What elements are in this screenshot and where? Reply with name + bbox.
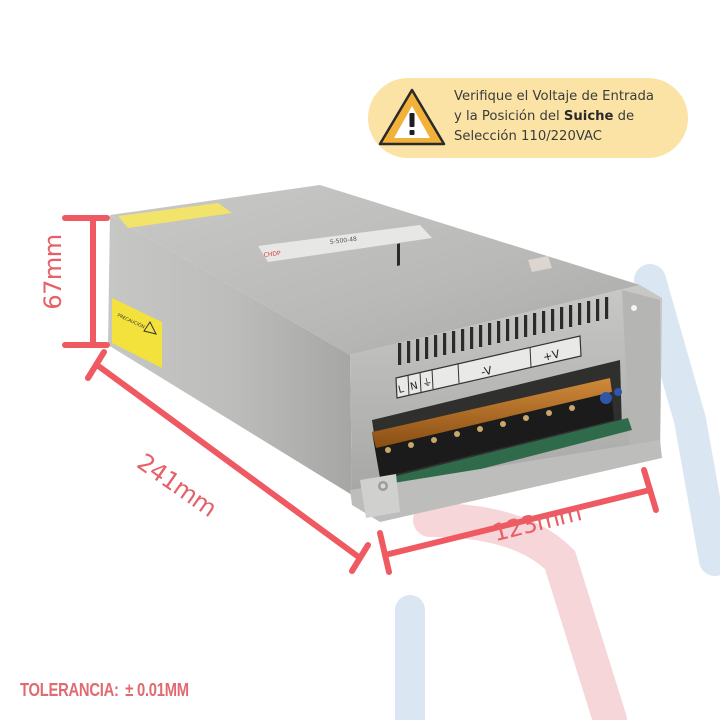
- svg-text:L: L: [397, 384, 405, 396]
- warning-line-2: y la Posición del Suiche de: [454, 109, 635, 124]
- tolerance-value: ± 0.01MM: [125, 680, 189, 700]
- dimension-lines: [62, 215, 659, 575]
- svg-text:CHDP: CHDP: [263, 250, 281, 259]
- watermark-logo: [395, 264, 720, 720]
- warning-message: Verifique el Voltaje de Entrada y la Pos…: [454, 87, 686, 147]
- svg-text:⏚: ⏚: [421, 376, 433, 390]
- svg-text:+V: +V: [542, 347, 562, 364]
- svg-text:S-500-48: S-500-48: [329, 236, 357, 246]
- warning-line-3: Selección 110/220VAC: [454, 129, 603, 144]
- svg-text:-V: -V: [480, 364, 494, 379]
- warning-line-1: Verifique el Voltaje de Entrada: [454, 89, 654, 104]
- height-dimension-label: 67mm: [39, 234, 67, 310]
- terminal-label-strip: L N ⏚ -V +V: [395, 335, 582, 399]
- case-side-face: [108, 215, 352, 495]
- vent-slots: [397, 243, 400, 267]
- warning-triangle-icon: [378, 88, 446, 146]
- tolerance-note: TOLERANCIA: ± 0.01MM: [20, 680, 189, 701]
- top-yellow-sticker: [118, 203, 232, 228]
- terminal-cover: [372, 378, 612, 448]
- case-top-face: [110, 185, 640, 355]
- warning-bold-word: Suiche: [563, 109, 614, 124]
- input-voltage-warning-badge: Verifique el Voltaje de Entrada y la Pos…: [368, 78, 688, 158]
- tolerance-label: TOLERANCIA:: [20, 680, 119, 700]
- base-plate: [350, 440, 662, 522]
- vent-slots-row: [398, 297, 609, 365]
- side-precaution-sticker: [112, 298, 162, 368]
- terminal-screws: [385, 405, 575, 453]
- svg-text:N: N: [409, 381, 419, 393]
- top-model-label: [258, 225, 432, 262]
